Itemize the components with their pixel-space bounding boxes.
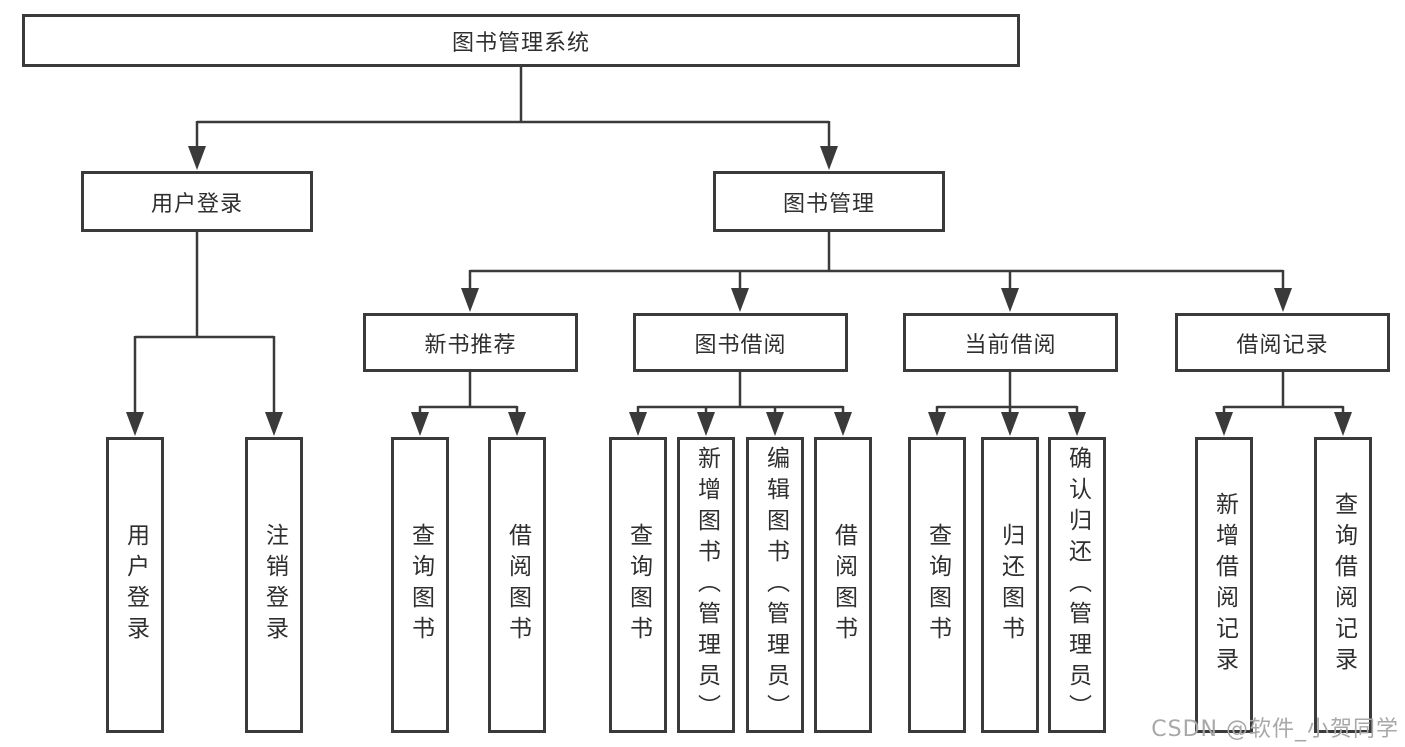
node-label: 用户登录 (150, 191, 243, 217)
leaf-edit-book-admin: 编辑图书（管理员） (746, 437, 804, 733)
node-label: 编辑图书（管理员） (762, 445, 789, 725)
leaf-return-books: 归还图书 (981, 437, 1039, 733)
node-label: 确认归还（管理员） (1064, 445, 1091, 725)
node-label: 查询图书 (407, 523, 434, 647)
node-label: 图书管理系统 (451, 30, 590, 56)
leaf-confirm-return-admin: 确认归还（管理员） (1048, 437, 1106, 733)
node-label: 新书推荐 (424, 332, 517, 358)
leaf-query-books-borrowing: 查询图书 (609, 437, 667, 733)
node-label: 新增借阅记录 (1211, 492, 1238, 678)
leaf-logout: 注销登录 (245, 437, 303, 733)
node-label: 图书借阅 (694, 332, 787, 358)
leaf-add-book-admin: 新增图书（管理员） (677, 437, 735, 733)
node-label: 借阅图书 (830, 523, 857, 647)
node-label: 图书管理 (782, 191, 875, 217)
node-label: 查询图书 (625, 523, 652, 647)
node-label: 注销登录 (261, 523, 288, 647)
node-label: 归还图书 (997, 523, 1024, 647)
node-label: 查询借阅记录 (1330, 492, 1357, 678)
node-label: 用户登录 (122, 523, 149, 647)
leaf-borrow-books-recommend: 借阅图书 (488, 437, 546, 733)
node-current-borrowing: 当前借阅 (903, 313, 1118, 372)
node-label: 借阅图书 (504, 523, 531, 647)
leaf-add-borrow-record: 新增借阅记录 (1195, 437, 1253, 733)
node-borrowing-records: 借阅记录 (1175, 313, 1390, 372)
node-label: 新增图书（管理员） (693, 445, 720, 725)
leaf-borrow-books: 借阅图书 (814, 437, 872, 733)
node-label: 借阅记录 (1236, 332, 1329, 358)
node-new-book-recommendation: 新书推荐 (363, 313, 578, 372)
leaf-query-books-current: 查询图书 (908, 437, 966, 733)
node-label: 当前借阅 (964, 332, 1057, 358)
watermark: CSDN @软件_小贺同学 (1151, 717, 1399, 742)
node-book-borrowing: 图书借阅 (633, 313, 848, 372)
leaf-query-borrow-record: 查询借阅记录 (1314, 437, 1372, 733)
leaf-user-login: 用户登录 (106, 437, 164, 733)
node-user-login: 用户登录 (81, 171, 313, 232)
node-label: 查询图书 (924, 523, 951, 647)
node-book-management: 图书管理 (713, 171, 945, 232)
leaf-query-books-recommend: 查询图书 (391, 437, 449, 733)
node-library-management-system: 图书管理系统 (22, 14, 1020, 67)
